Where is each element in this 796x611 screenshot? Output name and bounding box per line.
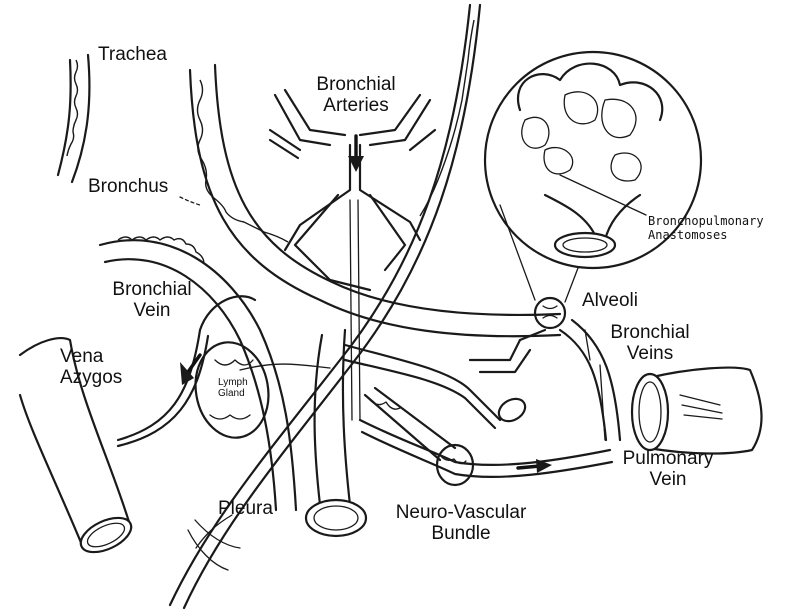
bronchial-veins-label-line1: Bronchial: [604, 322, 696, 343]
bronchus-pointer-icon: [180, 197, 200, 205]
bronchus-label: Bronchus: [88, 176, 168, 197]
bronchopulmonary-label: Bronchopulmonary Anastomoses: [648, 214, 764, 242]
bronchial-arteries-label-line1: Bronchial: [308, 74, 404, 95]
bronchial-vein-label-line1: Bronchial: [104, 279, 200, 300]
pulmonary-vein-label-line2: Vein: [618, 469, 718, 490]
neuro-vascular-label-line2: Bundle: [384, 523, 538, 544]
alveoli-label: Alveoli: [582, 290, 638, 311]
pleura-label: Pleura: [218, 498, 273, 519]
bronchial-arteries-label: Bronchial Arteries: [308, 74, 404, 116]
vena-azygos-label-line2: Azygos: [60, 367, 122, 388]
vena-azygos-label: Vena Azygos: [60, 346, 122, 388]
bronchial-veins-label-line2: Veins: [604, 343, 696, 364]
bronchopulmonary-label-line1: Bronchopulmonary: [648, 214, 764, 228]
lymph-gland-label: Lymph Gland: [218, 377, 248, 399]
pulmonary-vein-label: Pulmonary Vein: [618, 448, 718, 490]
bronchial-vein-label: Bronchial Vein: [104, 279, 200, 321]
neuro-vascular-label: Neuro-Vascular Bundle: [384, 502, 538, 544]
neuro-vascular-label-line1: Neuro-Vascular: [384, 502, 538, 523]
trachea-label: Trachea: [98, 44, 167, 65]
neuro-vascular-bundle: [360, 388, 612, 485]
vena-azygos-label-line1: Vena: [60, 346, 122, 367]
alveoli-small-circle: [500, 205, 578, 328]
central-vessel-tube: [306, 330, 366, 536]
bronchial-arteries-tree: [270, 90, 435, 420]
trachea-tube: [58, 55, 89, 182]
lymph-gland-label-line1: Lymph: [218, 377, 248, 388]
bronchial-veins-pointer: [585, 330, 605, 440]
bronchopulmonary-label-line2: Anastomoses: [648, 228, 764, 242]
pulmonary-vein-label-line1: Pulmonary: [618, 448, 718, 469]
bronchial-vein-label-line2: Vein: [104, 300, 200, 321]
bronchial-arteries-label-line2: Arteries: [308, 95, 404, 116]
lymph-gland-label-line2: Gland: [218, 388, 248, 399]
lower-bronchus: [100, 237, 296, 510]
bronchial-veins-label: Bronchial Veins: [604, 322, 696, 364]
